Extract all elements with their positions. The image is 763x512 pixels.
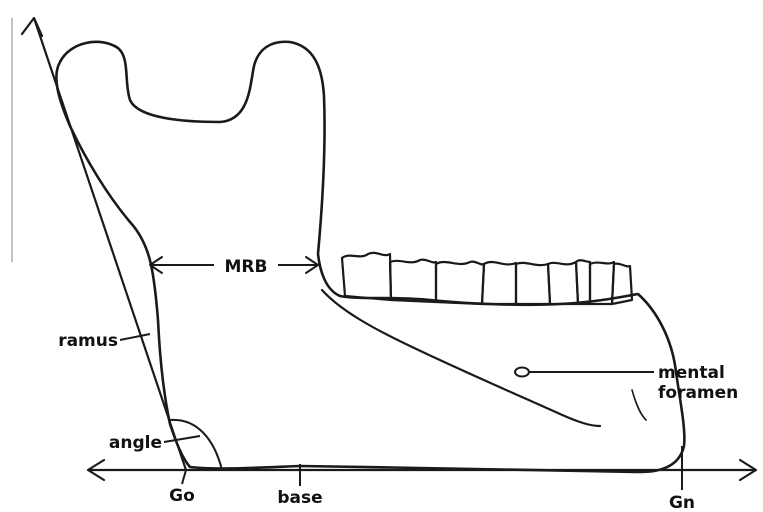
- tooth-premolar-1: [516, 263, 550, 304]
- ramus-leader-line: [120, 334, 150, 340]
- tooth-canine: [548, 262, 578, 304]
- tooth-premolar-2: [482, 262, 516, 304]
- base-label: base: [277, 488, 322, 508]
- go-tick: [182, 470, 186, 484]
- tooth-molar-1: [436, 262, 484, 304]
- mental-foramen-label-line2: foramen: [658, 383, 738, 403]
- internal-ridge-line: [322, 290, 600, 426]
- tooth-molar-3: [342, 253, 391, 300]
- ramus-label: ramus: [58, 331, 118, 351]
- chin-ridge-line: [632, 390, 646, 420]
- angle-leader-line: [164, 436, 200, 442]
- mental-foramen-label-line1: mental: [658, 363, 725, 383]
- mrb-label: MRB: [225, 257, 268, 277]
- tooth-molar-2: [390, 260, 436, 302]
- ramus-tangent-line: [34, 18, 186, 470]
- angle-label: angle: [109, 433, 162, 453]
- go-label: Go: [169, 486, 195, 506]
- tooth-incisor-lateral: [576, 260, 590, 304]
- mental-foramen-mark: [515, 368, 529, 377]
- gn-label: Gn: [669, 493, 695, 512]
- teeth-row: [342, 253, 632, 304]
- mandible-outline: [56, 42, 684, 472]
